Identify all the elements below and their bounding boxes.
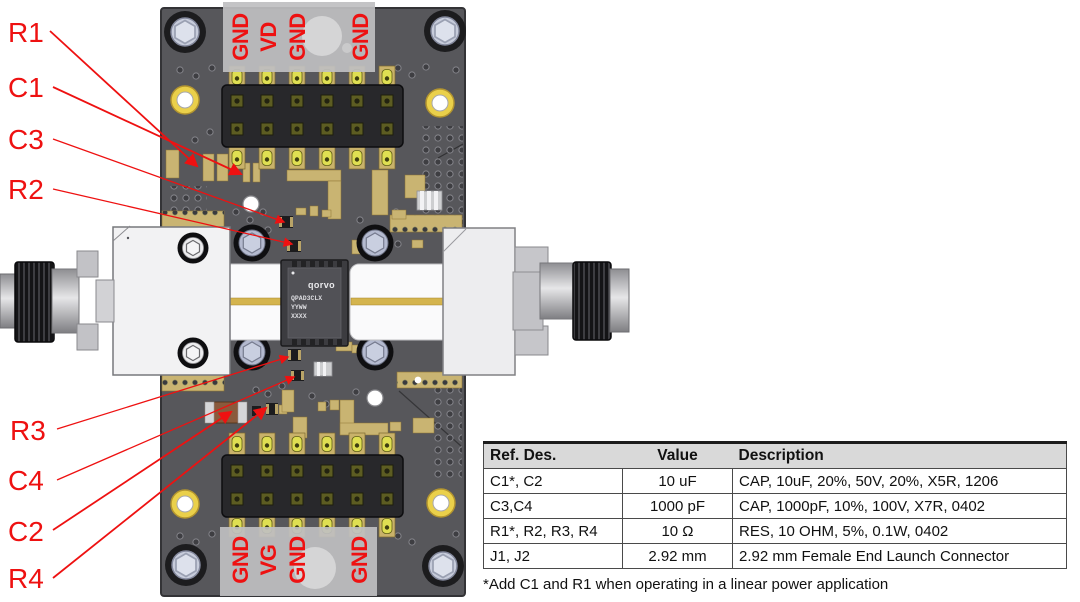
- description-cell: RES, 10 OHM, 5%, 0.1W, 0402: [732, 518, 1067, 544]
- header-value: Value: [622, 442, 733, 469]
- callout-label-c4: C4: [8, 465, 44, 496]
- callout-label-r4: R4: [8, 563, 44, 594]
- bottom-overlay-hole: [294, 547, 336, 589]
- plated-mounting-hole: [426, 488, 456, 518]
- component-r3: [288, 349, 301, 361]
- right-clamp-block: [442, 227, 516, 376]
- callout-label-r3: R3: [10, 415, 46, 446]
- bom-table: Ref. Des. Value Description C1*, C2 10 u…: [483, 441, 1067, 569]
- table-row: C3,C4 1000 pF CAP, 1000pF, 10%, 100V, X7…: [483, 493, 1067, 519]
- plated-mounting-hole: [170, 489, 200, 519]
- description-cell: CAP, 10uF, 20%, 50V, 20%, X5R, 1206: [732, 468, 1067, 494]
- plated-mounting-hole: [170, 85, 200, 115]
- value-cell: 1000 pF: [622, 493, 733, 519]
- callout-arrow-c2: [52, 410, 233, 531]
- table-footnote: *Add C1 and R1 when operating in a linea…: [483, 576, 889, 593]
- pcb-board: [160, 7, 467, 597]
- description-cell: 2.92 mm Female End Launch Connector: [732, 543, 1067, 569]
- chip-logo-text: qorvo: [308, 280, 335, 290]
- fixture-bolt: [355, 223, 395, 263]
- description-cell: CAP, 1000pF, 10%, 100V, X7R, 0402: [732, 493, 1067, 519]
- smd-cap-bottom: [313, 361, 333, 377]
- callout-label-c2: C2: [8, 516, 44, 547]
- top-pads: [165, 149, 426, 255]
- chip-marking-line2: YYWW: [291, 304, 307, 311]
- corner-screw: [164, 543, 208, 587]
- pin-label-top-gnd-2: GND: [285, 13, 310, 60]
- vias: [176, 63, 460, 546]
- ref-des-cell: J1, J2: [483, 543, 623, 569]
- corner-screw: [163, 10, 207, 54]
- component-r2: [287, 240, 301, 252]
- amplifier-chip: qorvo QPAD3CLX YYWW XXXX: [280, 259, 349, 347]
- callout-arrow-c1: [52, 86, 243, 176]
- component-c4: [291, 370, 304, 381]
- table-row: R1*, R2, R3, R4 10 Ω RES, 10 OHM, 5%, 0.…: [483, 518, 1067, 544]
- pin-label-top-gnd-3: GND: [348, 13, 373, 60]
- pin-label-bottom-vg: VG: [256, 545, 281, 576]
- table-row: C1*, C2 10 uF CAP, 10uF, 20%, 50V, 20%, …: [483, 468, 1067, 494]
- callout-arrow-r4: [52, 406, 268, 579]
- ref-des-cell: R1*, R2, R3, R4: [483, 518, 623, 544]
- callout-arrow-c4: [56, 375, 296, 481]
- callout-arrow-r2: [52, 188, 294, 247]
- callout-label-c1: C1: [8, 72, 44, 103]
- ref-des-cell: C1*, C2: [483, 468, 623, 494]
- pin-label-top-vd: VD: [256, 22, 281, 52]
- header-description: Description: [732, 442, 1067, 469]
- fixture-bolt: [232, 223, 272, 263]
- right-coax-connector: [512, 246, 630, 356]
- bom-table-container: Ref. Des. Value Description C1*, C2 10 u…: [483, 441, 1067, 593]
- chip-marking-line3: XXXX: [291, 313, 307, 320]
- value-cell: 10 uF: [622, 468, 733, 494]
- plated-mounting-hole: [425, 88, 455, 118]
- top-header-connector: [221, 84, 404, 148]
- ref-des-cell: C3,C4: [483, 493, 623, 519]
- eval-board-illustration: qorvo QPAD3CLX YYWW XXXX: [0, 2, 630, 597]
- pinout-overlays: GND VD GND GND GND VG GND GND: [220, 2, 377, 596]
- ground-strips: [161, 210, 463, 392]
- table-row: J1, J2 2.92 mm 2.92 mm Female End Launch…: [483, 543, 1067, 569]
- value-cell: 2.92 mm: [622, 543, 733, 569]
- pin-label-top-gnd-1: GND: [228, 13, 253, 60]
- rf-section: qorvo QPAD3CLX YYWW XXXX: [0, 225, 630, 376]
- value-cell: 10 Ω: [622, 518, 733, 544]
- callout-labels: R1 C1 C3 R2 R3 C4 C2 R4: [8, 17, 46, 594]
- callout-arrow-c3: [52, 138, 286, 224]
- plated-via: [366, 389, 384, 407]
- plated-via: [242, 195, 260, 213]
- corner-screw: [423, 9, 467, 53]
- callout-arrow-r3: [56, 354, 290, 430]
- chip-marking-line1: QPAD3CLX: [291, 295, 322, 302]
- table-header-row: Ref. Des. Value Description: [483, 442, 1067, 469]
- callout-arrow-r1: [49, 30, 199, 168]
- pin-label-bottom-gnd-1: GND: [228, 536, 253, 583]
- pin-label-bottom-gnd-3: GND: [347, 536, 372, 583]
- left-coax-connector: [0, 250, 115, 351]
- header-ref-des: Ref. Des.: [483, 442, 623, 469]
- pin-label-bottom-gnd-2: GND: [285, 536, 310, 583]
- bottom-header-connector: [221, 454, 404, 518]
- left-clamp-block: [112, 225, 231, 376]
- component-c3: [279, 216, 293, 228]
- callout-label-r1: R1: [8, 17, 44, 48]
- callout-annotations: [49, 30, 296, 579]
- top-overlay-hole: [302, 16, 342, 56]
- smd-cap-top: [416, 190, 443, 211]
- corner-screw: [421, 544, 465, 588]
- top-overlay-band: [223, 2, 375, 72]
- callout-label-r2: R2: [8, 174, 44, 205]
- callout-label-c3: C3: [8, 124, 44, 155]
